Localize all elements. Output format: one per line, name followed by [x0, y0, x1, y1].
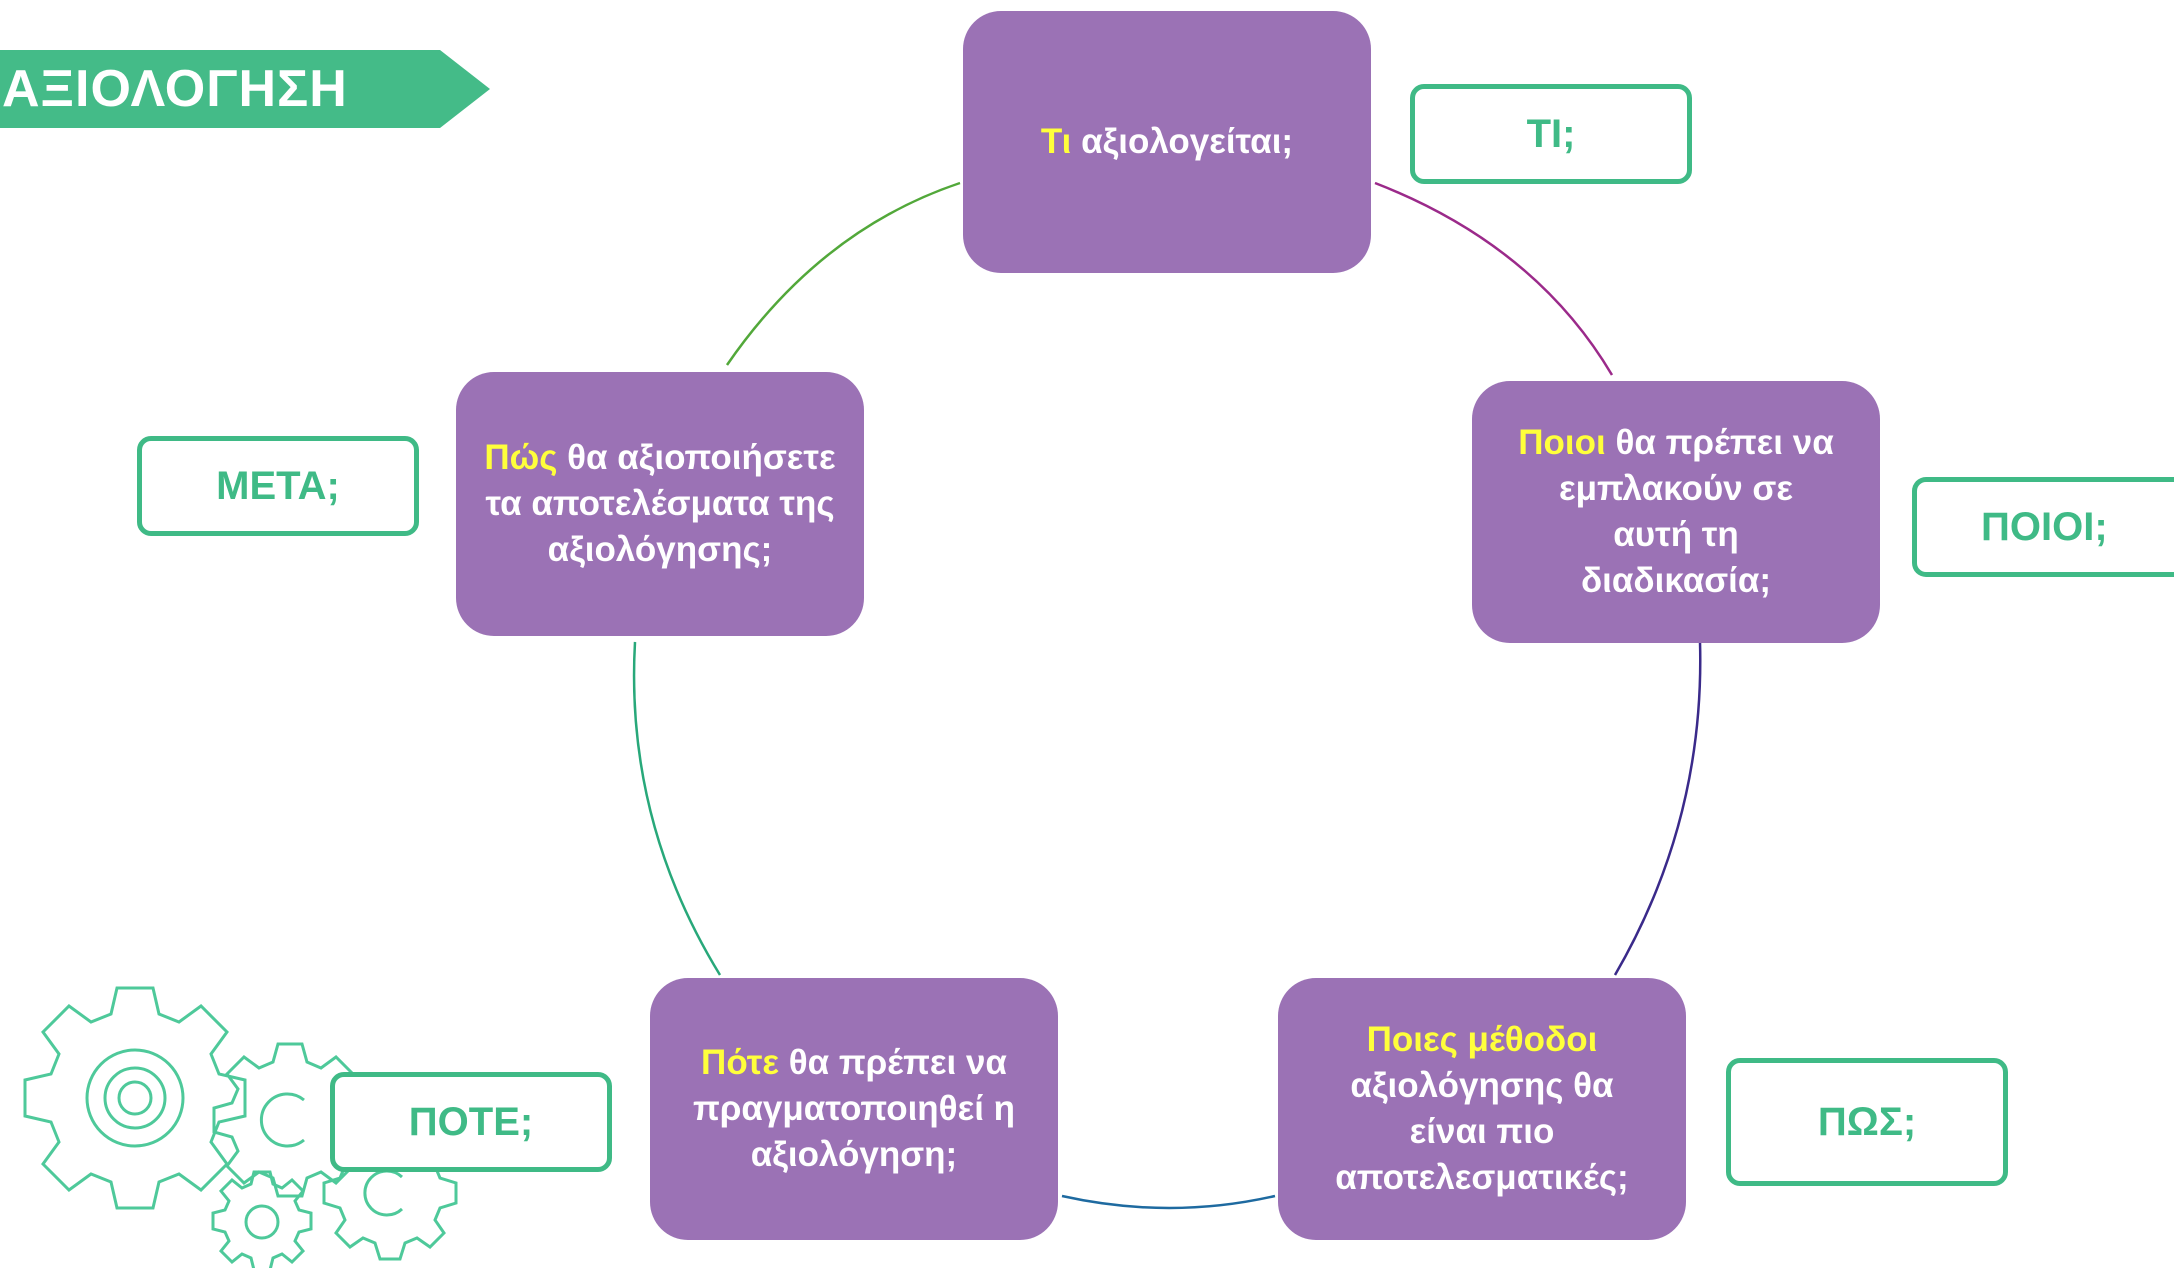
- question-when-box: Πότε θα πρέπει να πραγματοποιηθεί η αξιο…: [650, 978, 1058, 1240]
- connector-when-after: [632, 641, 722, 976]
- question-when-text: θα πρέπει να πραγματοποιηθεί η αξιολόγησ…: [692, 1043, 1016, 1174]
- label-when: ΠΟΤΕ;: [330, 1072, 612, 1172]
- connector-how-when: [1061, 1194, 1276, 1210]
- question-who-highlight: Ποιοι: [1518, 423, 1606, 462]
- question-how-text: αξιολόγησης θα είναι πιο αποτελεσματικές…: [1335, 1066, 1629, 1197]
- question-after-text: θα αξιοποιήσετε τα αποτελέσματα της αξιο…: [485, 438, 836, 569]
- connector-what-who: [1374, 181, 1614, 376]
- question-who-text: θα πρέπει να εμπλακούν σε αυτή τη διαδικ…: [1559, 423, 1834, 600]
- question-what-highlight: Τι: [1040, 122, 1072, 161]
- question-how-highlight: Ποιες μέθοδοι: [1366, 1020, 1598, 1059]
- label-after: ΜΕΤΑ;: [137, 436, 419, 536]
- question-when-highlight: Πότε: [701, 1043, 779, 1082]
- question-how-box: Ποιες μέθοδοι αξιολόγησης θα είναι πιο α…: [1278, 978, 1686, 1240]
- label-how: ΠΩΣ;: [1726, 1058, 2008, 1186]
- label-who: ΠΟΙΟΙ;: [1912, 477, 2174, 577]
- connector-after-what: [725, 181, 961, 366]
- question-what-text: αξιολογείται;: [1071, 122, 1294, 161]
- question-after-box: Πώς θα αξιοποιήσετε τα αποτελέσματα της …: [456, 372, 864, 636]
- connector-who-how: [1613, 641, 1702, 976]
- label-what: ΤΙ;: [1410, 84, 1692, 184]
- question-after-highlight: Πώς: [484, 438, 558, 477]
- question-what-box: Τι αξιολογείται;: [963, 11, 1371, 273]
- question-who-box: Ποιοι θα πρέπει να εμπλακούν σε αυτή τη …: [1472, 381, 1880, 643]
- title-banner: ΑΞΙΟΛΟΓΗΣΗ: [0, 50, 490, 128]
